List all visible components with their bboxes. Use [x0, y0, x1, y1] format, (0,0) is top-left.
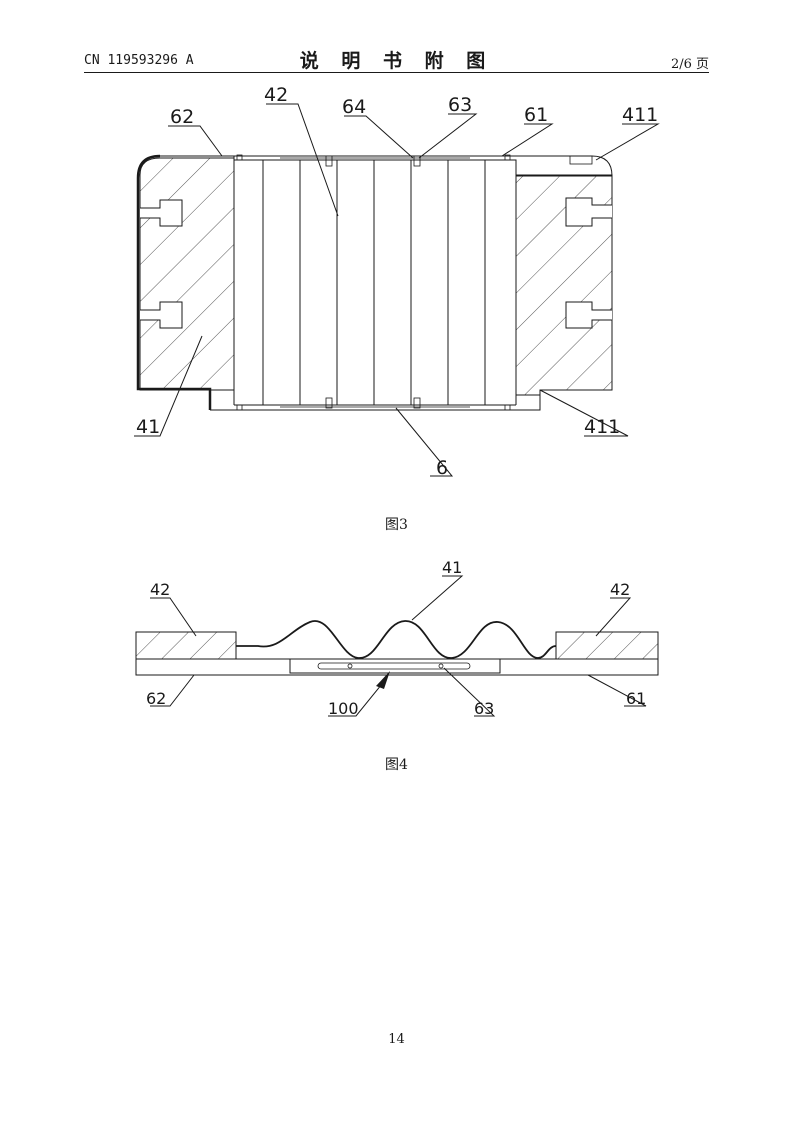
label-411-bottom: 411 [584, 416, 620, 438]
fig4-label-42-right: 42 [610, 580, 630, 599]
fig4-wave-41 [236, 620, 557, 659]
fig4-label-62: 62 [146, 689, 166, 708]
left-outline-thick [136, 154, 212, 410]
figure-4-caption: 图4 [385, 757, 408, 773]
fig4-label-63: 63 [474, 699, 494, 718]
patent-number: CN 119593296 A [84, 53, 194, 68]
fig4-left-block-42 [135, 631, 237, 660]
page-number: 14 [388, 1032, 405, 1047]
label-63: 63 [448, 94, 472, 116]
fig4-label-61: 61 [626, 689, 646, 708]
fig4-label-100: 100 [328, 699, 359, 718]
figure-3-caption: 图3 [385, 517, 408, 533]
label-41: 41 [136, 416, 160, 438]
left-notch-upper [140, 199, 183, 227]
fig4-slot-inner [317, 662, 471, 670]
fig4-label-42-left: 42 [150, 580, 170, 599]
right-notch-lower [565, 301, 612, 329]
label-61: 61 [524, 104, 548, 126]
figure-3-drawing: 62 42 64 63 61 411 41 411 6 [134, 84, 660, 479]
header-rule [84, 72, 709, 73]
figure-4-drawing: 42 41 42 62 100 63 61 [135, 560, 659, 718]
label-62: 62 [170, 106, 194, 128]
page-fraction: 2/6 页 [670, 57, 709, 72]
fig4-hole-63 [438, 663, 444, 669]
leader-lines [134, 103, 660, 477]
fig4-leader-lines [150, 575, 647, 717]
fig4-slot-piece-100 [289, 658, 501, 674]
middle-section-42 [233, 160, 517, 405]
fig4-right-block-42 [555, 631, 659, 660]
pins [236, 154, 511, 411]
bottom-plate-6 [210, 394, 541, 411]
label-64: 64 [342, 96, 366, 118]
top-right-step [569, 155, 593, 165]
page-header: CN 119593296 A 说 明 书 附 图 2/6 页 [84, 44, 709, 74]
label-6: 6 [436, 457, 448, 479]
fig4-hole-left [347, 663, 353, 669]
fig4-label-41: 41 [442, 560, 462, 577]
fig4-arrow-100 [376, 671, 390, 689]
label-42: 42 [264, 84, 288, 106]
section-title: 说 明 书 附 图 [299, 50, 494, 72]
label-411-top: 411 [622, 104, 658, 126]
right-notch-upper [565, 197, 612, 227]
left-notch-lower [140, 301, 183, 329]
